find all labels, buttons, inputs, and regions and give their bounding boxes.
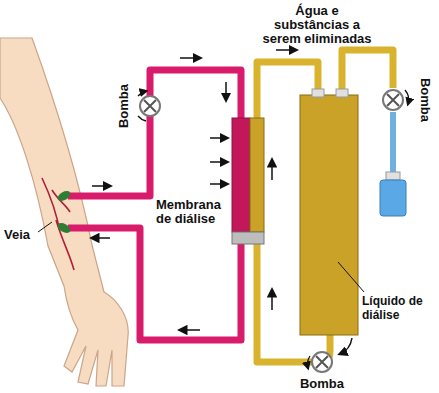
membrane-cap	[232, 232, 264, 244]
tank-cap	[312, 89, 324, 97]
pump-symbol	[383, 90, 409, 110]
pump-label: Bomba	[300, 377, 344, 391]
membrane-blood-side	[232, 118, 250, 232]
part-label: Líquido de diálise	[362, 294, 438, 322]
tank-cap	[336, 89, 348, 97]
pump-symbol	[308, 352, 332, 372]
needle	[56, 189, 72, 203]
needle	[56, 221, 72, 235]
dialysate-tube	[342, 50, 393, 95]
part-label: Veia	[4, 228, 30, 242]
arm	[0, 38, 128, 386]
leader-line	[338, 262, 364, 292]
vein	[42, 178, 74, 270]
pump-label: Bomba	[418, 78, 432, 122]
pump-symbol	[138, 91, 160, 121]
blood-tube-out	[68, 70, 241, 196]
pump-label: Bomba	[117, 84, 131, 128]
flow-arrow	[92, 50, 352, 354]
waste-tube	[390, 112, 396, 178]
blood-tube-return	[68, 228, 241, 340]
membrane-dialysate-side	[250, 118, 264, 232]
waste-bottle-cap	[386, 172, 400, 180]
part-label: Membrana de diálise	[156, 198, 230, 226]
waste-bottle	[380, 180, 406, 216]
leader-line	[38, 222, 52, 232]
caption-label: Água e substâncias a serem eliminadas	[256, 4, 378, 46]
dialysate-tank	[300, 95, 358, 335]
